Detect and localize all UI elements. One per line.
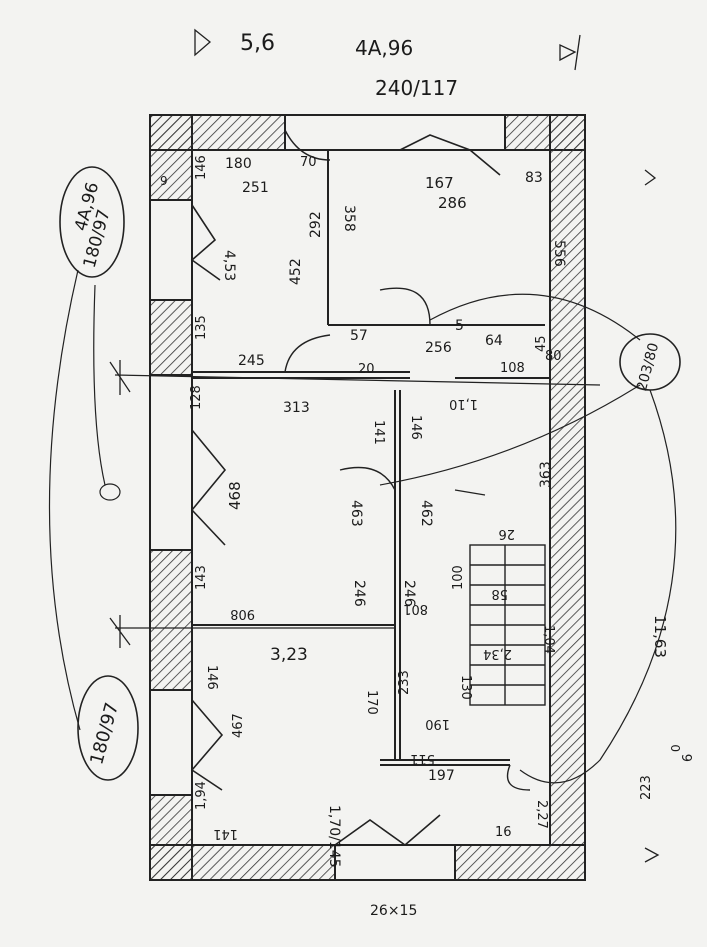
dim-label: 801 [403, 601, 428, 616]
dim-label: 16 [495, 825, 512, 840]
bubble-right: 203/80 [634, 341, 662, 393]
bubble-upper-left [59, 166, 125, 278]
dim-label: 1,70/145 [326, 805, 342, 868]
note-bubbles [59, 166, 681, 781]
top-note-center: 4A,96 [355, 36, 413, 60]
dim-label: 128 [189, 385, 204, 410]
dim-label: 223 [639, 775, 654, 800]
dim-label: 463 [348, 500, 364, 527]
dim-label: 146 [204, 665, 219, 690]
dim-label: 1,04 [541, 625, 556, 654]
dim-label: 26 [498, 526, 515, 541]
dim-label: 100 [451, 565, 466, 590]
dim-label: 146 [408, 415, 423, 440]
dim-label: 246 [351, 580, 367, 607]
dim-label: 467 [231, 713, 246, 738]
dim-label: 20 [358, 362, 375, 377]
dim-label: 556 [551, 240, 567, 267]
dim-label: 170 [364, 690, 379, 715]
dim-label: 141 [371, 420, 386, 445]
dim-label: 233 [397, 670, 412, 695]
dim-label: 1,10 [449, 396, 478, 411]
interior-walls [192, 150, 550, 766]
leader-curves [48, 269, 677, 784]
dim-label: 141 [213, 826, 238, 841]
dim-label: 45 [534, 335, 549, 352]
dim-label: 245 [238, 353, 265, 369]
dim-label: 11,63 [651, 615, 669, 658]
dim-label: 4,53 [221, 250, 237, 281]
dim-label: 64 [485, 333, 503, 349]
exterior-walls [149, 114, 586, 881]
dim-label: 2,34 [483, 646, 512, 661]
dim-label: 130 [458, 675, 473, 700]
dim-label: 313 [283, 400, 310, 416]
dim-label: 190 [425, 716, 450, 731]
dim-label: 511 [410, 751, 435, 766]
dim-label: 246 [401, 580, 417, 607]
dim-label: 6 [681, 754, 696, 762]
staircase [469, 544, 546, 706]
dim-label: 462 [418, 500, 434, 527]
dim-label: 5 [455, 318, 464, 334]
top-note-center-2: 240/117 [375, 76, 458, 100]
dim-label: 167 [425, 174, 454, 192]
dim-label: 452 [288, 258, 304, 285]
dim-label: 57 [350, 328, 368, 344]
dim-label: 286 [438, 194, 467, 212]
dim-label: 908 [230, 606, 255, 621]
dim-label: 1,94 [194, 781, 209, 810]
dim-label: 197 [428, 768, 455, 784]
bottom-note: 26×15 [370, 903, 417, 919]
dim-label: 9 [160, 174, 168, 188]
door-swings [284, 129, 531, 791]
dim-label: 0 [669, 744, 683, 752]
dim-label: 256 [425, 340, 452, 356]
dim-label: 80 [545, 349, 562, 364]
bubble-right [619, 333, 681, 391]
windows [190, 134, 501, 847]
bubble-lower-left [77, 675, 139, 781]
dimension-labels: 146 180 251 70 167 286 83 358 452 292 4,… [160, 155, 696, 868]
dim-label: 58 [491, 586, 508, 601]
dim-label: 135 [194, 315, 209, 340]
dim-label: 143 [194, 565, 209, 590]
section-lines [109, 28, 660, 863]
dim-label: 358 [341, 205, 357, 232]
dim-label: 292 [308, 211, 324, 238]
dim-label: 70 [300, 155, 317, 170]
dim-label: 2,27 [534, 800, 549, 829]
dim-label: 83 [525, 170, 543, 186]
dim-label: 108 [500, 361, 525, 376]
dim-label: 180 [225, 156, 252, 172]
dim-label: 146 [194, 155, 209, 180]
bubble-lower-left: 180/97 [86, 700, 123, 767]
dim-label: 3,23 [270, 645, 308, 665]
top-note-left: 5,6 [240, 31, 275, 56]
dim-label: 468 [226, 481, 244, 510]
dim-label: 251 [242, 180, 269, 196]
dim-label: 363 [538, 461, 554, 488]
